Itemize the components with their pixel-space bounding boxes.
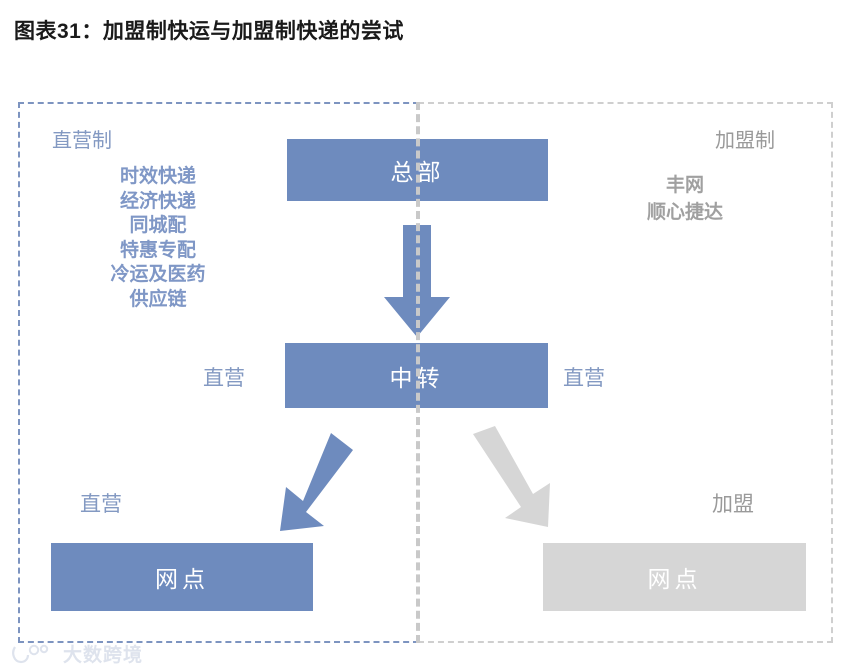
center-divider bbox=[416, 102, 420, 643]
direct-section-header: 直营制 bbox=[52, 130, 112, 152]
bottom-label-franchise: 加盟 bbox=[712, 493, 754, 516]
watermark-text: 大数跨境 bbox=[63, 645, 144, 666]
watermark: 大数跨境 bbox=[12, 640, 143, 667]
list-item: 冷运及医药 bbox=[110, 264, 206, 285]
list-item: 经济快递 bbox=[119, 190, 196, 212]
mid-label-direct-right: 直营 bbox=[563, 367, 605, 390]
franchise-section-header: 加盟制 bbox=[715, 130, 775, 152]
outlet-node-direct: 网点 bbox=[51, 543, 313, 611]
outlet-node-franchise: 网点 bbox=[543, 543, 806, 611]
list-item: 同城配 bbox=[129, 215, 187, 236]
list-item: 丰网 bbox=[665, 175, 704, 196]
direct-business-list: 时效快递 经济快递 同城配 特惠专配 冷运及医药 供应链 bbox=[88, 165, 228, 312]
diagonal-down-right-arrow-icon bbox=[473, 426, 550, 527]
list-item: 供应链 bbox=[129, 288, 187, 310]
diagonal-down-left-arrow-icon bbox=[280, 433, 353, 531]
direct-operation-panel bbox=[18, 102, 419, 643]
list-item: 特惠专配 bbox=[119, 239, 196, 261]
mid-label-direct-left: 直营 bbox=[203, 367, 245, 390]
list-item: 顺心捷达 bbox=[646, 202, 723, 223]
franchise-operation-panel bbox=[418, 102, 833, 643]
watermark-logo-icon bbox=[12, 644, 49, 663]
bottom-label-direct: 直营 bbox=[80, 493, 122, 516]
page-title: 图表31：加盟制快运与加盟制快递的尝试 bbox=[14, 20, 404, 43]
list-item: 时效快递 bbox=[119, 166, 196, 187]
franchise-business-list: 丰网 顺心捷达 bbox=[620, 172, 750, 226]
